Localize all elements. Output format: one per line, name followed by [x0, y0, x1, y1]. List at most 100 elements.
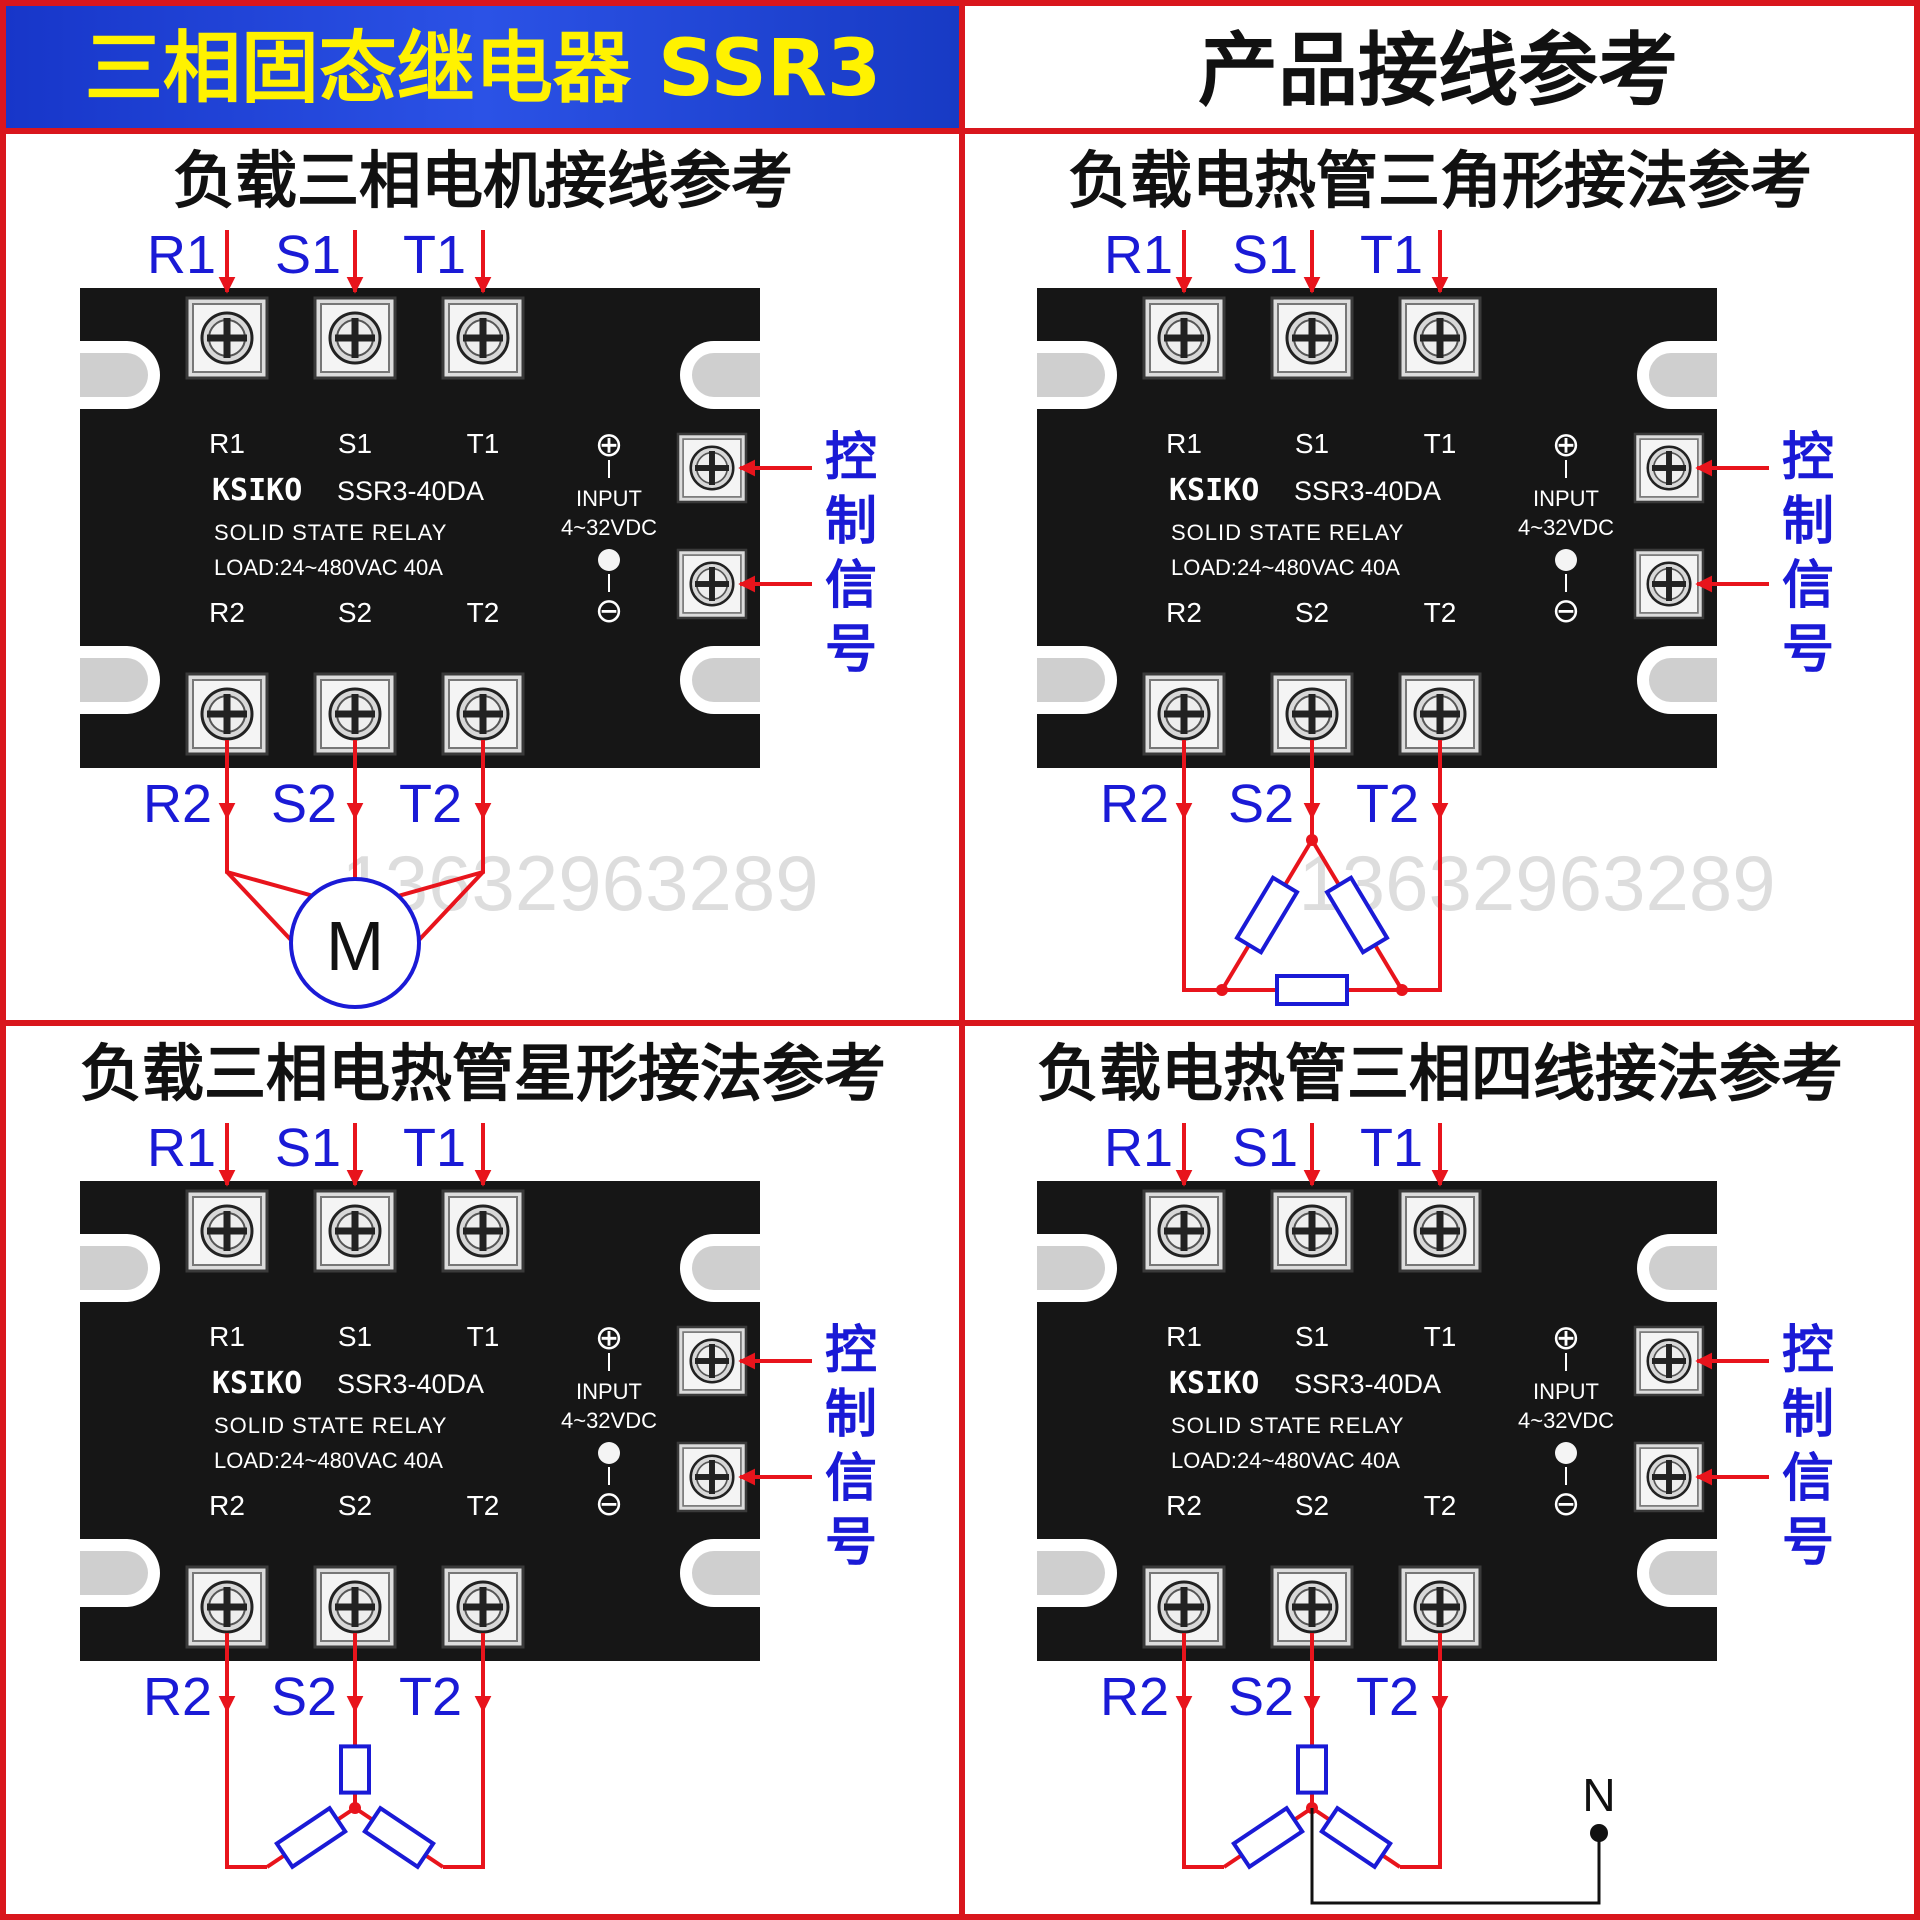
face-label-top: R1	[1166, 1321, 1202, 1352]
input-minus-symbol: ⊖	[1552, 1485, 1581, 1523]
header-left: 三相固态继电器 SSR3	[4, 4, 962, 130]
brand-logo: KSIKO	[1169, 1366, 1259, 1401]
control-signal-char: 号	[1782, 1513, 1834, 1573]
heating-element-right	[362, 1805, 436, 1870]
heating-element-center	[339, 1744, 371, 1795]
control-signal-char: 控	[1782, 1321, 1834, 1381]
watermark-phone: 13632963289	[341, 839, 818, 927]
watermark-phone: 13632963289	[1298, 839, 1775, 927]
terminal-screw-top	[441, 296, 525, 380]
label-s1: S1	[275, 1118, 341, 1178]
mounting-slot-inner	[1037, 1551, 1105, 1595]
input-plus-symbol: ⊕	[1552, 1319, 1581, 1357]
mounting-slot-inner	[692, 1551, 760, 1595]
face-label-bottom: S2	[1295, 597, 1329, 628]
face-label-bottom: R2	[209, 1490, 245, 1521]
label-r1: R1	[147, 1118, 216, 1178]
control-signal-char: 制	[825, 492, 877, 552]
terminal-screw-top	[441, 1189, 525, 1273]
input-plus-symbol: ⊕	[595, 426, 624, 464]
mounting-slot-inner	[692, 658, 760, 702]
header-left-title: 三相固态继电器 SSR3	[85, 24, 881, 114]
face-label-bottom: S2	[338, 597, 372, 628]
label-t1: T1	[403, 1118, 466, 1178]
control-signal-char: 信	[1782, 556, 1834, 616]
mounting-slot-inner	[1649, 1246, 1717, 1290]
face-label-bottom: S2	[338, 1490, 372, 1521]
mounting-slot-inner	[1037, 1246, 1105, 1290]
input-range: 4~32VDC	[561, 1408, 657, 1433]
neutral-label: N	[1582, 1769, 1615, 1821]
label-r1: R1	[1104, 225, 1173, 285]
mounting-slot-inner	[80, 1551, 148, 1595]
junction-dot	[1396, 984, 1408, 996]
face-label-top: R1	[209, 428, 245, 459]
brand-logo: KSIKO	[212, 473, 302, 508]
face-label-top: S1	[338, 428, 372, 459]
input-label: INPUT	[576, 1379, 642, 1404]
indicator-led	[598, 1442, 620, 1464]
control-signal-char: 控	[825, 1321, 877, 1381]
control-signal-char: 制	[1782, 1385, 1834, 1445]
load-wire	[225, 870, 293, 942]
motor-icon	[289, 877, 421, 1009]
heating-element-bottom	[1275, 974, 1349, 1006]
motor-label: M	[326, 907, 384, 985]
header-right-title: 产品接线参考	[1198, 24, 1678, 117]
model-text: SSR3-40DA	[1294, 476, 1441, 506]
label-t2: T2	[399, 774, 462, 834]
mounting-slot-inner	[80, 658, 148, 702]
terminal-screw-top	[1142, 296, 1226, 380]
heating-element-left	[274, 1805, 348, 1870]
input-range: 4~32VDC	[561, 515, 657, 540]
label-t1: T1	[403, 225, 466, 285]
label-s1: S1	[275, 225, 341, 285]
label-r2: R2	[143, 774, 212, 834]
face-label-bottom: T2	[467, 597, 500, 628]
model-text: SSR3-40DA	[337, 476, 484, 506]
control-signal-char: 控	[1782, 428, 1834, 488]
mounting-slot-inner	[80, 353, 148, 397]
indicator-led	[1555, 1442, 1577, 1464]
panel-title: 负载三相电机接线参考	[173, 144, 793, 217]
control-screw-plus	[676, 1325, 748, 1397]
label-r2: R2	[143, 1667, 212, 1727]
control-signal-char: 号	[1782, 620, 1834, 680]
heating-element-right	[1319, 1805, 1393, 1870]
face-label-bottom: T2	[1424, 597, 1457, 628]
mounting-slot-inner	[1649, 353, 1717, 397]
terminal-screw-top	[1398, 296, 1482, 380]
terminal-screw-top	[185, 1189, 269, 1273]
input-range: 4~32VDC	[1518, 515, 1614, 540]
face-label-top: T1	[467, 428, 500, 459]
input-minus-symbol: ⊖	[595, 592, 624, 630]
heating-element-left	[1231, 1805, 1305, 1870]
input-label: INPUT	[1533, 1379, 1599, 1404]
heating-element-right	[1324, 875, 1390, 955]
load-wire	[225, 1711, 267, 1869]
model-text: SSR3-40DA	[1294, 1369, 1441, 1399]
control-screw-minus	[676, 1441, 748, 1513]
heating-element-center	[1296, 1744, 1328, 1795]
label-r2: R2	[1100, 774, 1169, 834]
control-screw-plus	[1633, 432, 1705, 504]
label-t2: T2	[399, 1667, 462, 1727]
indicator-led	[598, 549, 620, 571]
label-t2: T2	[1356, 1667, 1419, 1727]
terminal-screw-top	[1270, 1189, 1354, 1273]
input-plus-symbol: ⊕	[595, 1319, 624, 1357]
face-label-bottom: S2	[1295, 1490, 1329, 1521]
control-screw-minus	[1633, 548, 1705, 620]
label-t1: T1	[1360, 225, 1423, 285]
relay-body	[80, 288, 760, 768]
relay-type-text: SOLID STATE RELAY	[214, 1413, 447, 1438]
face-label-top: T1	[1424, 428, 1457, 459]
